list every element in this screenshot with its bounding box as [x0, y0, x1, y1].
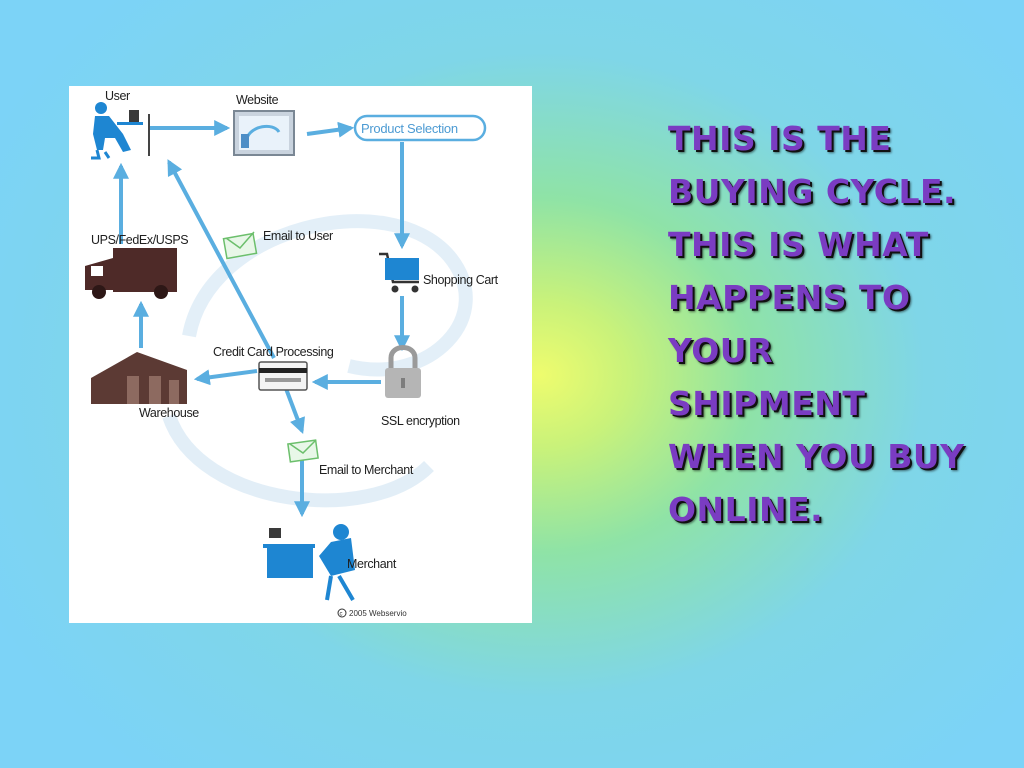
warehouse-icon	[91, 352, 187, 404]
product-selection-pill	[353, 114, 487, 142]
email-to-merchant-envelope-icon	[287, 439, 319, 463]
label-product-selection: Product Selection	[361, 121, 458, 136]
svg-text:c: c	[340, 612, 343, 618]
slide-headline: This is the buying cycle. This is what h…	[668, 119, 965, 529]
copyright-icon: c	[337, 608, 347, 618]
label-shipping: UPS/FedEx/USPS	[91, 233, 188, 247]
user-icon	[91, 102, 143, 160]
label-website: Website	[236, 93, 279, 107]
website-icon	[233, 110, 295, 156]
watermark-swirl	[162, 214, 473, 508]
shopping-cart-icon	[379, 252, 419, 293]
lock-icon	[385, 345, 421, 398]
edge-website-product	[306, 121, 355, 138]
diagram-canvas: User Website Product Selection Shopping …	[85, 89, 499, 618]
label-email-to-merchant: Email to Merchant	[319, 463, 414, 477]
diagram-edges	[113, 120, 410, 518]
label-credit-card-processing: Credit Card Processing	[213, 345, 334, 359]
edge-credit-warehouse	[193, 369, 258, 386]
label-shopping-cart: Shopping Cart	[423, 273, 499, 287]
truck-icon	[85, 248, 177, 299]
edge-credit-emailmerchant	[283, 385, 305, 434]
label-merchant: Merchant	[347, 557, 397, 571]
label-warehouse: Warehouse	[139, 406, 199, 420]
edge-credit-emailuser-user	[167, 159, 276, 359]
label-email-to-user: Email to User	[263, 229, 333, 243]
credit-card-icon	[258, 361, 308, 391]
label-copyright: 2005 Webservio	[349, 609, 407, 618]
email-to-user-envelope-icon	[222, 231, 258, 260]
label-ssl-encryption: SSL encryption	[381, 414, 460, 428]
merchant-icon	[263, 524, 355, 602]
label-user: User	[105, 89, 130, 103]
buying-cycle-diagram: User Website Product Selection Shopping …	[69, 86, 532, 623]
